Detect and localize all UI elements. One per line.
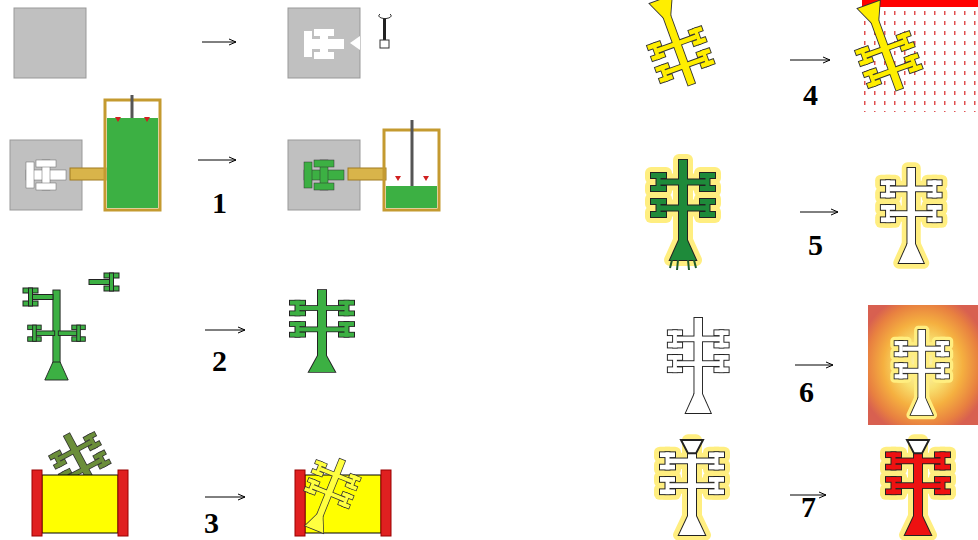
step-number: 5 (808, 228, 823, 262)
step-number: 3 (204, 506, 219, 540)
step-number: 7 (801, 490, 816, 524)
step-number: 2 (212, 344, 227, 378)
step-number: 4 (803, 78, 818, 112)
step-number: 1 (212, 186, 227, 220)
step-number: 6 (799, 375, 814, 409)
